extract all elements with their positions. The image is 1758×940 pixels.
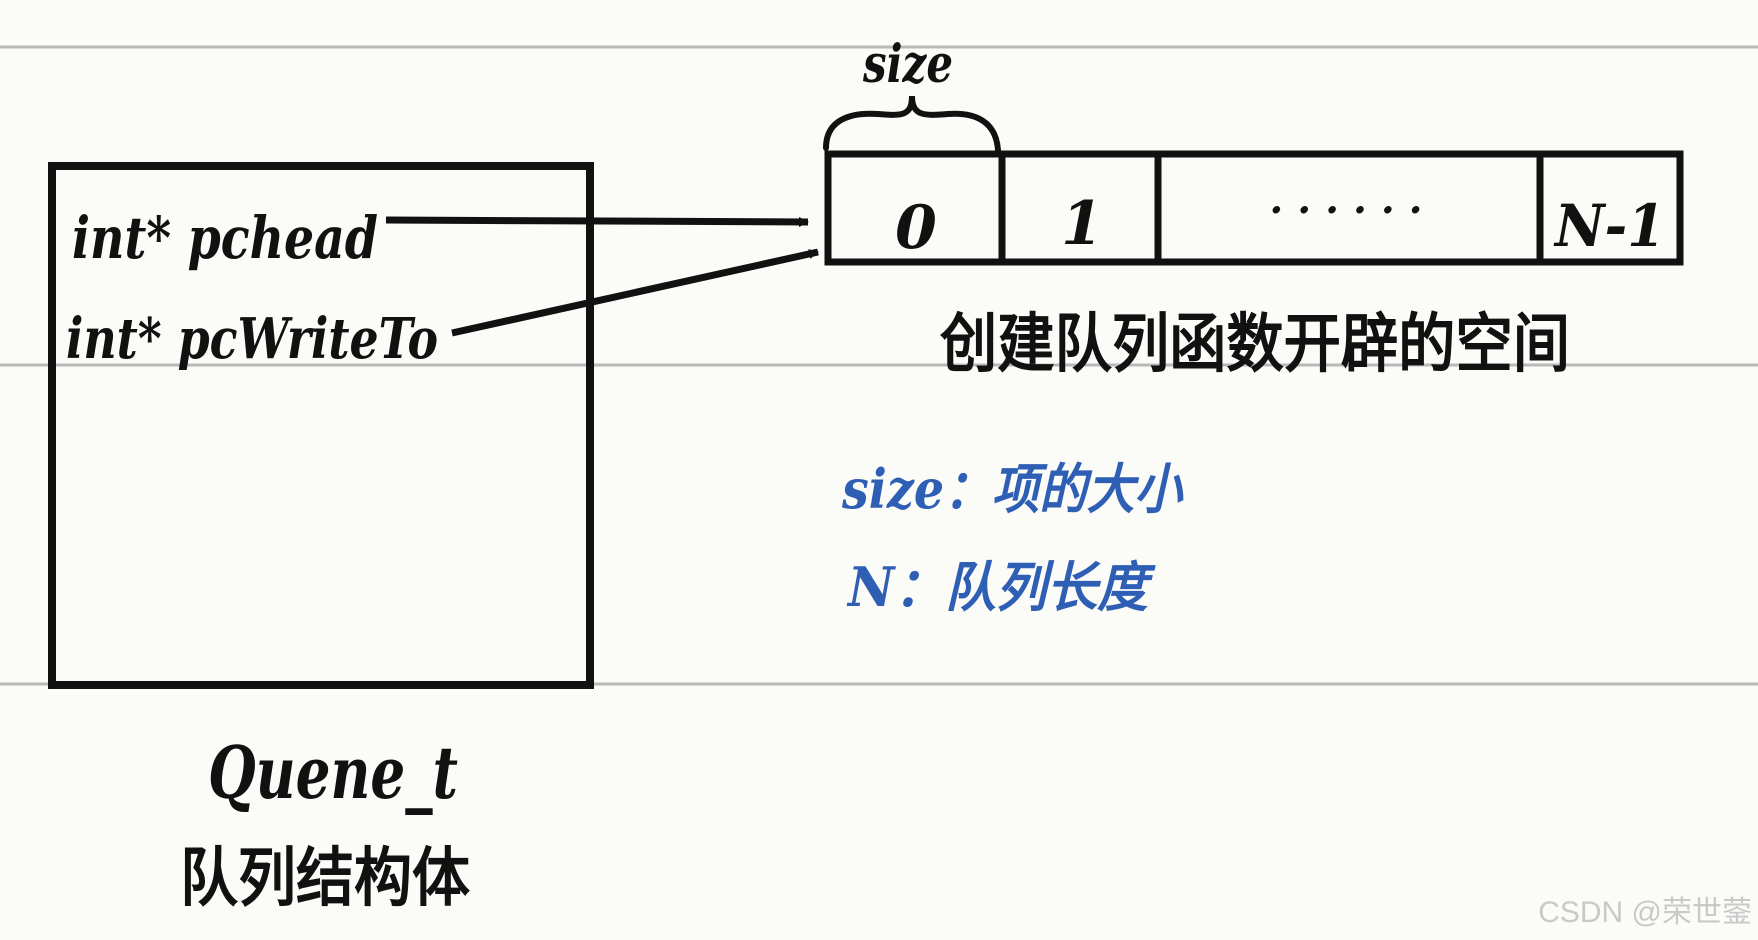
arrow-pchead <box>385 216 809 227</box>
size-brace-label: size <box>862 34 953 95</box>
array-cell-0: 0 <box>895 193 937 263</box>
array-cell-last: N-1 <box>1553 192 1665 260</box>
legend-size: size：项的大小 <box>841 457 1184 521</box>
array-caption: 创建队列函数开辟的空间 <box>940 308 1570 382</box>
struct-caption: 队列结构体 <box>180 842 470 916</box>
array-outline <box>824 150 1684 266</box>
array-cell-1: 1 <box>1061 189 1103 259</box>
struct-field-pchead: int* pchead <box>72 204 378 272</box>
size-brace <box>823 95 1001 153</box>
struct-name: Quene_t <box>208 730 458 815</box>
arrow-pcwriteto <box>451 248 819 337</box>
legend-n: N：队列长度 <box>846 555 1156 619</box>
watermark: CSDN @荣世蓥 <box>1538 896 1752 929</box>
struct-field-pcwriteto: int* pcWriteTo <box>66 306 438 372</box>
struct-box <box>48 162 594 689</box>
array-block: 0 1 · · · · · · N-1 <box>824 150 1684 266</box>
array-cell-ellipsis: · · · · · · <box>1269 187 1422 234</box>
